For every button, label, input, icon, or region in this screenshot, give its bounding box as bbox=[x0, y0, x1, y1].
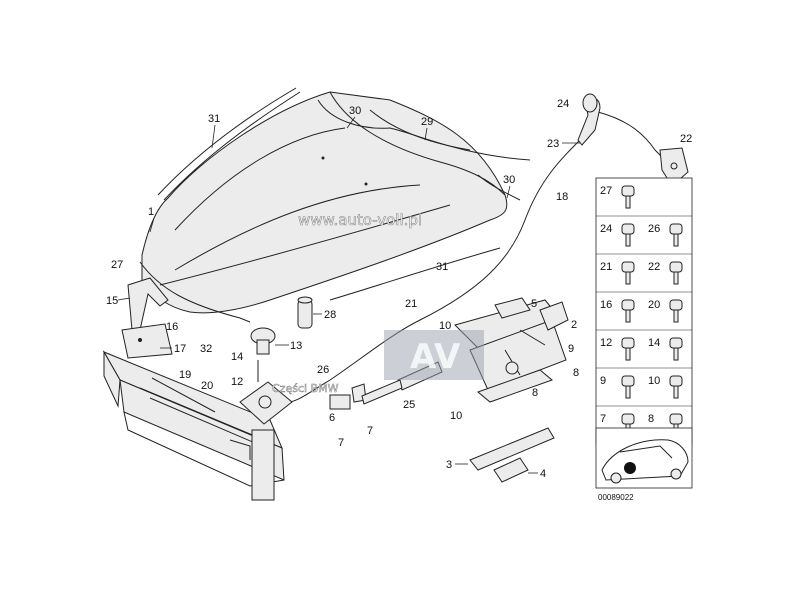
legend-number-14: 14 bbox=[648, 337, 660, 349]
callout-15: 15 bbox=[106, 295, 118, 307]
callout-17: 17 bbox=[174, 343, 186, 355]
hood-hinge bbox=[121, 277, 173, 359]
callout-6: 6 bbox=[329, 412, 335, 424]
logo-text: AV bbox=[410, 337, 461, 377]
latch-plates bbox=[469, 427, 555, 483]
legend-number-9: 9 bbox=[600, 375, 606, 387]
callout-9: 9 bbox=[568, 343, 574, 355]
clip-icon bbox=[669, 223, 683, 247]
callout-22: 22 bbox=[680, 133, 692, 145]
callout-20: 20 bbox=[201, 380, 213, 392]
callouts: 1 31 30 29 30 31 24 23 22 18 27 15 16 17… bbox=[106, 98, 692, 480]
legend-number-12: 12 bbox=[600, 337, 612, 349]
callout-8b: 8 bbox=[532, 387, 538, 399]
callout-19: 19 bbox=[179, 369, 191, 381]
callout-31a: 31 bbox=[208, 113, 220, 125]
screw-icon bbox=[621, 223, 635, 247]
hood-latch-mechanism bbox=[454, 297, 569, 403]
support-rod bbox=[151, 377, 216, 413]
tie-icon bbox=[621, 261, 635, 285]
callout-26: 26 bbox=[317, 364, 329, 376]
legend-number-24: 24 bbox=[600, 223, 612, 235]
legend-number-21: 21 bbox=[600, 261, 612, 273]
release-cable bbox=[289, 139, 581, 403]
legend-number-10: 10 bbox=[648, 375, 660, 387]
bracket-icon bbox=[669, 299, 683, 323]
watermark-text: www.auto-voll.pl bbox=[298, 211, 422, 229]
callout-29: 29 bbox=[421, 116, 433, 128]
callout-2: 2 bbox=[571, 319, 577, 331]
legend-number-7: 7 bbox=[600, 413, 606, 425]
bolt-icon bbox=[621, 337, 635, 361]
release-handle bbox=[577, 93, 601, 146]
watermark-logo: AV bbox=[384, 330, 484, 380]
screw-icon bbox=[669, 261, 683, 285]
callout-30a: 30 bbox=[349, 105, 361, 117]
callout-23: 23 bbox=[547, 138, 559, 150]
callout-30b: 30 bbox=[503, 174, 515, 186]
callout-27a: 27 bbox=[111, 259, 123, 271]
callout-25: 25 bbox=[403, 399, 415, 411]
fastener-legend: 27 24 26 21 22 16 20 12 14 9 10 7 8 bbox=[595, 177, 693, 445]
watermark-small-text: Części BMW bbox=[272, 382, 339, 395]
callout-18: 18 bbox=[556, 191, 568, 203]
legend-number-22: 22 bbox=[648, 261, 660, 273]
callout-8a: 8 bbox=[573, 367, 579, 379]
callout-32: 32 bbox=[200, 343, 212, 355]
legend-number-27: 27 bbox=[600, 185, 612, 197]
seals bbox=[139, 87, 531, 323]
callout-10a: 10 bbox=[439, 320, 451, 332]
callout-10b: 10 bbox=[450, 410, 462, 422]
diagram-code: 00089022 bbox=[598, 493, 634, 502]
bolt-icon bbox=[621, 299, 635, 323]
legend-number-26: 26 bbox=[648, 223, 660, 235]
bumper-carrier bbox=[102, 350, 285, 501]
car-locator-thumbnail bbox=[595, 427, 693, 489]
legend-number-16: 16 bbox=[600, 299, 612, 311]
callout-5: 5 bbox=[531, 298, 537, 310]
bolt-icon bbox=[621, 375, 635, 399]
rubber-buffer-28 bbox=[297, 296, 313, 329]
callout-1: 1 bbox=[148, 206, 154, 218]
hood-panel bbox=[141, 91, 508, 314]
legend-number-20: 20 bbox=[648, 299, 660, 311]
callout-14: 14 bbox=[231, 351, 243, 363]
callout-4: 4 bbox=[540, 468, 546, 480]
nut-icon bbox=[669, 337, 683, 361]
callout-7a: 7 bbox=[338, 437, 344, 449]
callout-7b: 7 bbox=[367, 425, 373, 437]
callout-21: 21 bbox=[405, 298, 417, 310]
callout-24: 24 bbox=[557, 98, 569, 110]
legend-number-8: 8 bbox=[648, 413, 654, 425]
stopper-icon bbox=[621, 185, 635, 209]
callout-12: 12 bbox=[231, 376, 243, 388]
rubber-buffer-13 bbox=[250, 327, 276, 355]
callout-16: 16 bbox=[166, 321, 178, 333]
callout-31b: 31 bbox=[436, 261, 448, 273]
cable-upper bbox=[597, 111, 671, 166]
callout-3: 3 bbox=[446, 459, 452, 471]
bolt-icon bbox=[669, 375, 683, 399]
callout-13: 13 bbox=[290, 340, 302, 352]
callout-28: 28 bbox=[324, 309, 336, 321]
latch-lower-assembly bbox=[239, 360, 293, 425]
